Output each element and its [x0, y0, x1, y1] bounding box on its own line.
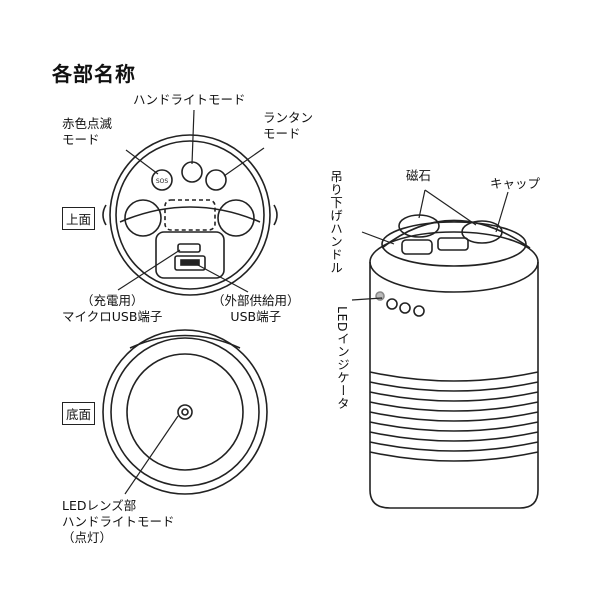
label-led-lens-line2: ハンドライトモード: [62, 514, 175, 529]
label-red-blink-mode-line2: モード: [62, 132, 100, 147]
label-red-blink-mode: 赤色点滅 モード: [62, 116, 112, 148]
handlight-button-icon: [181, 161, 203, 183]
sos-button-icon: [151, 169, 173, 191]
face-label-bottom: 底面: [62, 402, 96, 425]
label-handlight-mode: ハンドライトモード: [133, 92, 246, 107]
label-supply-port: （外部供給用） USB端子: [212, 293, 300, 325]
led-indicator-3: [413, 305, 425, 317]
top-view-drawing: [102, 134, 278, 296]
micro-usb-port: [177, 243, 201, 253]
leader-lines: [117, 109, 509, 495]
label-led-lens-line3: （点灯）: [62, 530, 113, 545]
page-title: 各部名称: [52, 62, 136, 86]
label-lantern-mode: ランタン モード: [263, 110, 313, 142]
magnet-left: [398, 214, 440, 238]
side-view-drawing: [369, 214, 539, 509]
led-indicator-1: [386, 298, 398, 310]
label-lantern-mode-line1: ランタン: [263, 110, 314, 125]
label-lantern-mode-line2: モード: [263, 126, 301, 141]
label-charging-port-line2: マイクロUSB端子: [62, 309, 163, 324]
label-led-indicator: LEDインジケータ: [335, 306, 350, 410]
sos-icon-text: SOS: [156, 178, 169, 185]
label-supply-port-line1: （外部供給用）: [212, 293, 300, 308]
label-led-lens-line1: LEDレンズ部: [62, 498, 137, 513]
label-supply-port-line2: USB端子: [230, 309, 282, 324]
usb-port: [174, 255, 206, 271]
label-cap: キャップ: [490, 176, 541, 191]
label-led-lens: LEDレンズ部 ハンドライトモード （点灯）: [62, 498, 175, 546]
face-label-top: 上面: [62, 207, 96, 230]
label-magnet: 磁石: [406, 168, 432, 183]
lens-center-icon: [177, 404, 193, 420]
label-charging-port: （充電用） マイクロUSB端子: [62, 293, 162, 325]
label-hanging-handle: 吊り下げハンドル: [328, 170, 343, 274]
bottom-view-drawing: [102, 329, 268, 495]
led-indicator-2: [399, 302, 411, 314]
lantern-button-icon: [205, 169, 227, 191]
label-red-blink-mode-line1: 赤色点滅: [62, 116, 113, 131]
label-charging-port-line1: （充電用）: [80, 293, 144, 308]
